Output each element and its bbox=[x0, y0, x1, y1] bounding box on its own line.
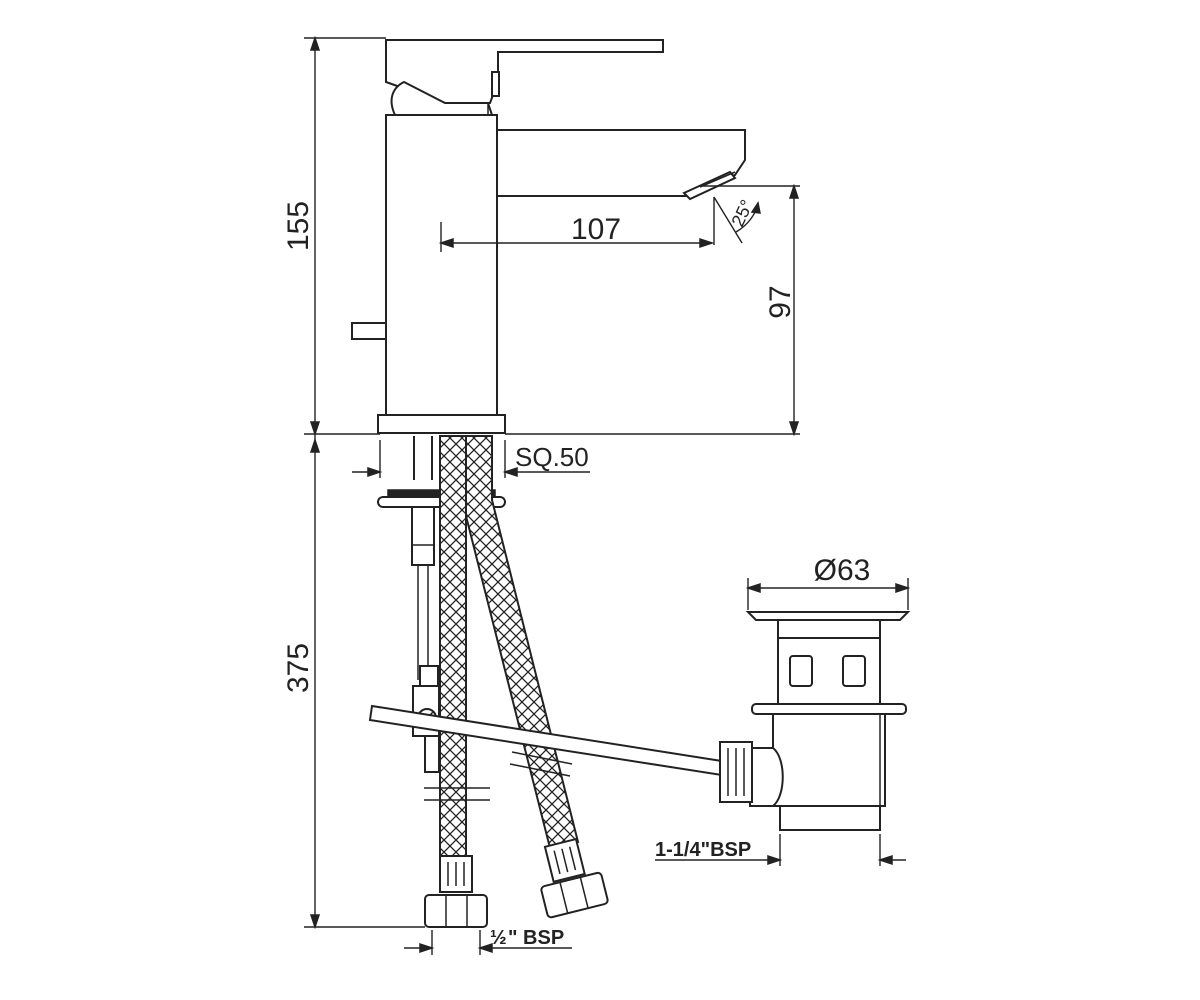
hose-nut-left bbox=[424, 855, 488, 928]
dim-hose-thread: ½ " BSP bbox=[404, 927, 572, 955]
dim-label-375: 375 bbox=[282, 643, 315, 693]
break-marks bbox=[424, 751, 573, 801]
braided-hose-right bbox=[465, 435, 580, 850]
dim-waste-diameter: Ø63 bbox=[745, 554, 911, 610]
dim-label-half-inch: ½ bbox=[490, 927, 507, 949]
dim-spout-angle: 25° bbox=[713, 197, 761, 245]
dim-base-square: SQ.50 bbox=[352, 440, 590, 478]
dim-spout-height: 97 bbox=[505, 183, 800, 437]
dim-total-height-above: 155 bbox=[282, 35, 386, 437]
dim-label-bsp: " BSP bbox=[508, 927, 564, 949]
dim-label-97: 97 bbox=[764, 285, 797, 318]
dim-label-155: 155 bbox=[282, 201, 315, 251]
dim-label-107: 107 bbox=[571, 213, 621, 246]
dim-waste-thread: 1-1/4"BSP bbox=[655, 834, 906, 866]
dim-total-height-below: 375 bbox=[282, 434, 425, 930]
dim-spout-reach: 107 bbox=[438, 213, 715, 252]
handle-lever bbox=[385, 39, 664, 116]
waste-assembly bbox=[719, 611, 911, 831]
dim-label-dia63: Ø63 bbox=[814, 554, 871, 587]
braided-hose-left bbox=[439, 435, 467, 859]
faucet-body bbox=[351, 114, 506, 434]
hose-nut-right bbox=[540, 837, 609, 919]
threaded-shank bbox=[411, 436, 435, 680]
dim-label-25-degrees: 25° bbox=[727, 197, 757, 230]
dim-label-sq50: SQ.50 bbox=[515, 442, 589, 472]
spout bbox=[496, 129, 746, 201]
dim-label-1-1-4-bsp: 1-1/4"BSP bbox=[655, 839, 751, 861]
